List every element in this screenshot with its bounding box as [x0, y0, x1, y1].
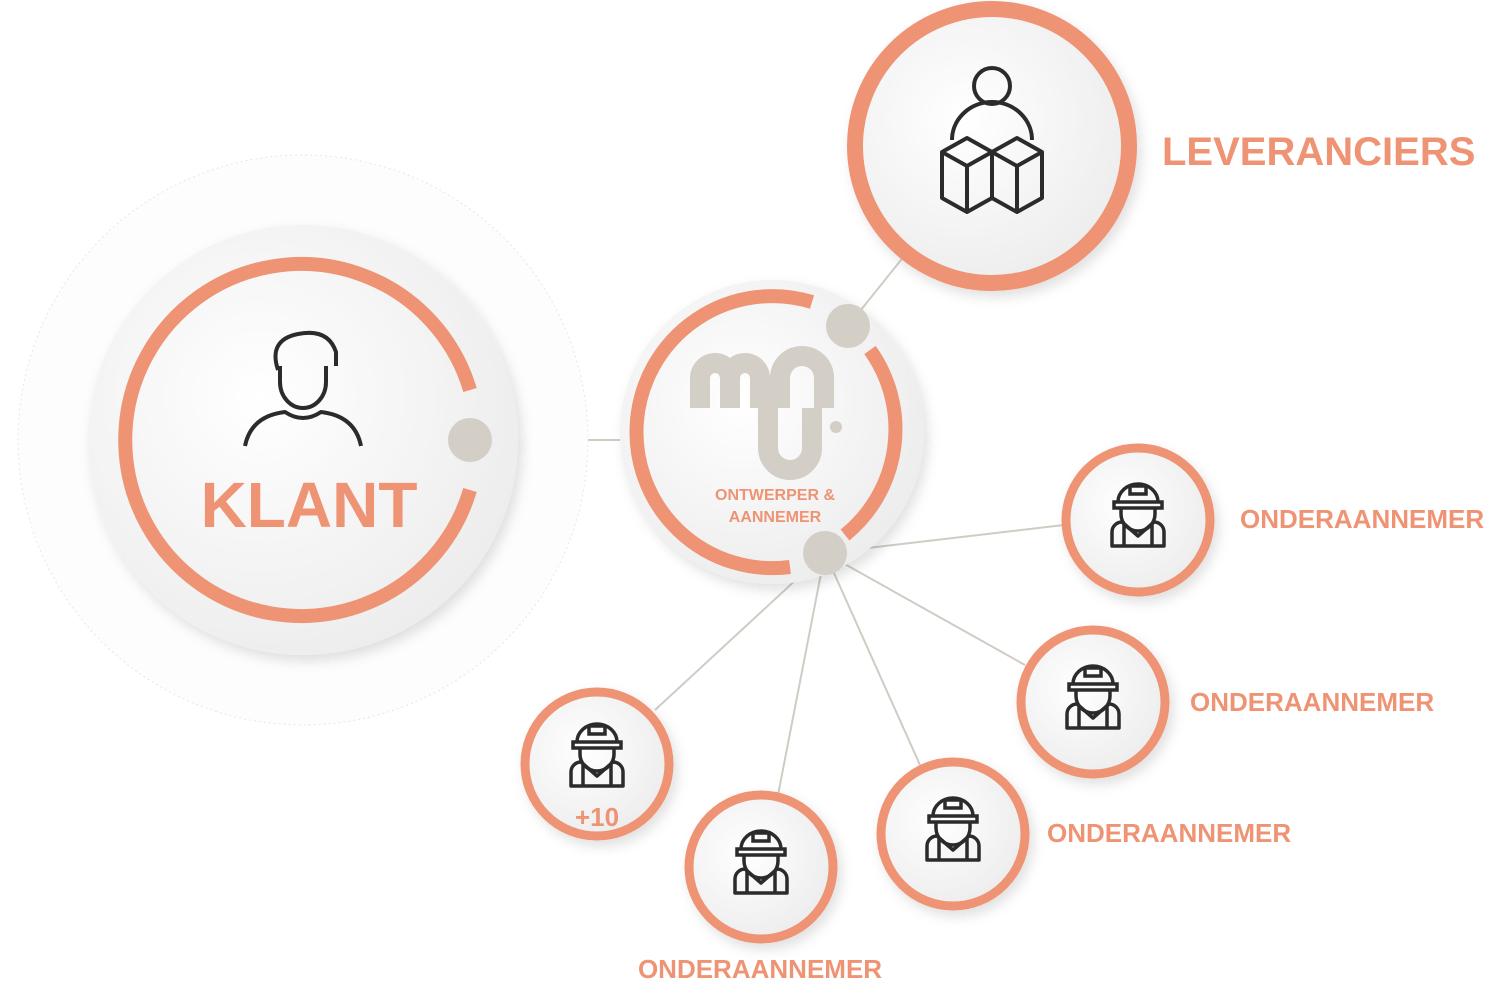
client-label: KLANT — [201, 469, 418, 541]
sub-connector-dot — [803, 531, 847, 575]
more-count-badge: +10 — [575, 802, 619, 832]
subcontractor-node[interactable]: ONDERAANNEMER — [1016, 625, 1434, 779]
subcontractor-label: ONDERAANNEMER — [1240, 504, 1484, 534]
subcontractor-node[interactable]: ONDERAANNEMER — [876, 757, 1291, 911]
subcontractor-more-node[interactable]: +10 — [520, 687, 674, 841]
supplier-label: LEVERANCIERS — [1162, 130, 1475, 174]
subcontractor-label: ONDERAANNEMER — [1047, 818, 1291, 848]
subcontractor-label: ONDERAANNEMER — [638, 954, 882, 984]
person-icon — [243, 330, 363, 447]
client-node[interactable]: KLANT — [17, 154, 589, 726]
center-label-line1: ONTWERPER & — [715, 487, 835, 504]
person-boxes-icon — [940, 66, 1044, 214]
subcontractor-label: ONDERAANNEMER — [1190, 687, 1434, 717]
subcontractor-node[interactable]: ONDERAANNEMER — [638, 790, 882, 984]
subcontractor-node[interactable]: ONDERAANNEMER — [1061, 443, 1484, 597]
mnu-logo — [690, 346, 842, 480]
center-node[interactable]: ONTWERPER & AANNEMER — [620, 280, 924, 584]
supplier-node[interactable]: LEVERANCIERS — [847, 1, 1475, 291]
client-connector-dot — [448, 418, 492, 462]
supplier-connector-dot — [826, 304, 870, 348]
center-label-line2: AANNEMER — [729, 509, 822, 526]
